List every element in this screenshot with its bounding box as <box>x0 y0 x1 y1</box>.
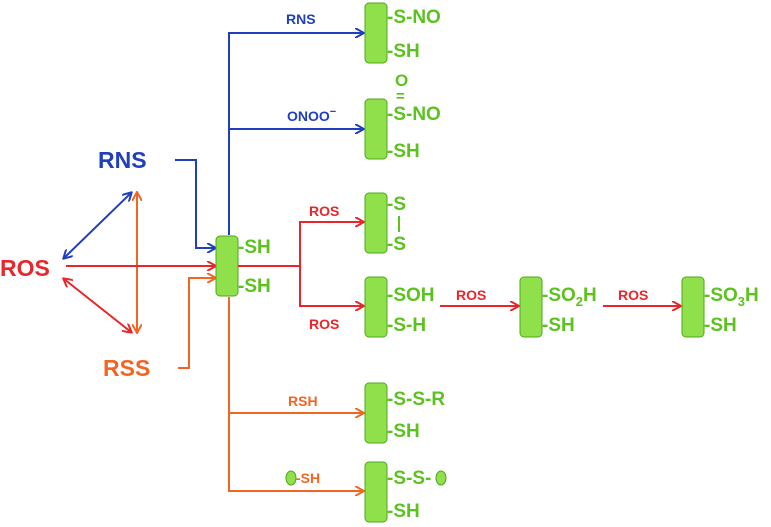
arrow-rns-to-protein <box>175 159 215 248</box>
red-branch-line <box>238 222 363 267</box>
label-ros-disulfide: ROS <box>309 203 339 219</box>
source-rss: RSS <box>103 355 150 381</box>
label-rsh-arrow: RSH <box>288 393 318 409</box>
arrow-rss-to-protein <box>178 278 215 369</box>
protein-box-sulfinic <box>519 276 543 338</box>
sulfonic-tail: H <box>745 285 759 306</box>
protein-box-protein-disulfide <box>364 461 388 523</box>
nitroxyl-top: -S-NO <box>387 104 441 125</box>
arrow-to-sulfenic <box>299 266 363 306</box>
arrow-ros-rns <box>64 193 131 258</box>
protein-box-nitroxyl <box>364 98 388 160</box>
mixed-disulfide-bottom: -SH <box>387 421 420 442</box>
label-protein-sh-arrow: -SH <box>296 470 320 486</box>
central-thiol-bottom: -SH <box>238 276 271 297</box>
nitrosyl-bottom: -SH <box>387 41 420 62</box>
label-rns-arrow: RNS <box>286 11 316 27</box>
orange-branch-line <box>228 297 363 491</box>
source-ros: ROS <box>0 255 50 281</box>
label-ros-sulfonic: ROS <box>618 287 648 303</box>
arrow-ros-rss <box>64 279 131 332</box>
sulfinic-tail: H <box>583 285 597 306</box>
sulfonic-subscript: 3 <box>738 294 745 309</box>
small-protein-icon <box>285 470 297 486</box>
central-protein-box <box>215 235 239 297</box>
label-onoo-charge: − <box>330 106 336 118</box>
mixed-disulfide-top: -S-S-R <box>387 389 445 410</box>
source-rns: RNS <box>98 147 147 173</box>
protein-box-mixed-disulfide <box>364 382 388 444</box>
protein-disulfide-top: -S-S- <box>387 468 431 489</box>
nitrosyl-top: -S-NO <box>387 7 441 28</box>
sulfenic-top: -SOH <box>387 285 435 306</box>
sulfinic-bottom: -SH <box>542 315 575 336</box>
sulfonic-bottom: -SH <box>704 315 737 336</box>
nitroxyl-bottom: -SH <box>387 141 420 162</box>
blue-branch-line <box>228 33 363 235</box>
nitroxyl-double-bond: = <box>396 88 405 105</box>
protein-box-sulfenic <box>364 276 388 338</box>
sulfinic-top-base: -SO <box>542 285 576 306</box>
label-onoo-arrow: ONOO− <box>287 106 336 124</box>
sulfonic-top-base: -SO <box>704 285 738 306</box>
sulfonic-top: -SO3H <box>704 285 759 309</box>
protein-box-sulfonic <box>681 276 705 338</box>
protein-disulfide-bottom: -SH <box>387 501 420 522</box>
protein-box-nitrosyl <box>364 2 388 64</box>
disulfide-bottom: -S <box>387 234 406 255</box>
disulfide-top: -S <box>387 194 406 215</box>
sulfenic-bottom: -S-H <box>387 315 426 336</box>
partner-protein-icon <box>435 470 447 486</box>
label-onoo-base: ONOO <box>287 108 330 124</box>
label-ros-sulfenic: ROS <box>309 316 339 332</box>
nitroxyl-oxo: O <box>395 71 408 90</box>
label-ros-sulfinic: ROS <box>456 287 486 303</box>
central-thiol-top: -SH <box>238 237 271 258</box>
protein-box-disulfide <box>364 192 388 254</box>
sulfinic-subscript: 2 <box>576 294 583 309</box>
sulfinic-top: -SO2H <box>542 285 597 309</box>
